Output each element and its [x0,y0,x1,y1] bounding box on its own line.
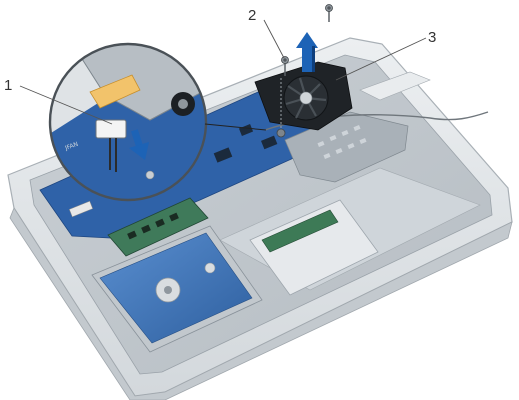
callout-2-number: 2 [248,7,256,24]
callout-1-number: 1 [4,77,12,94]
callout-3-number: 3 [428,29,436,46]
fan-icon [284,76,328,120]
fan-connector [96,120,126,138]
screw-icon [326,5,333,23]
callout-2-leader [264,20,284,58]
